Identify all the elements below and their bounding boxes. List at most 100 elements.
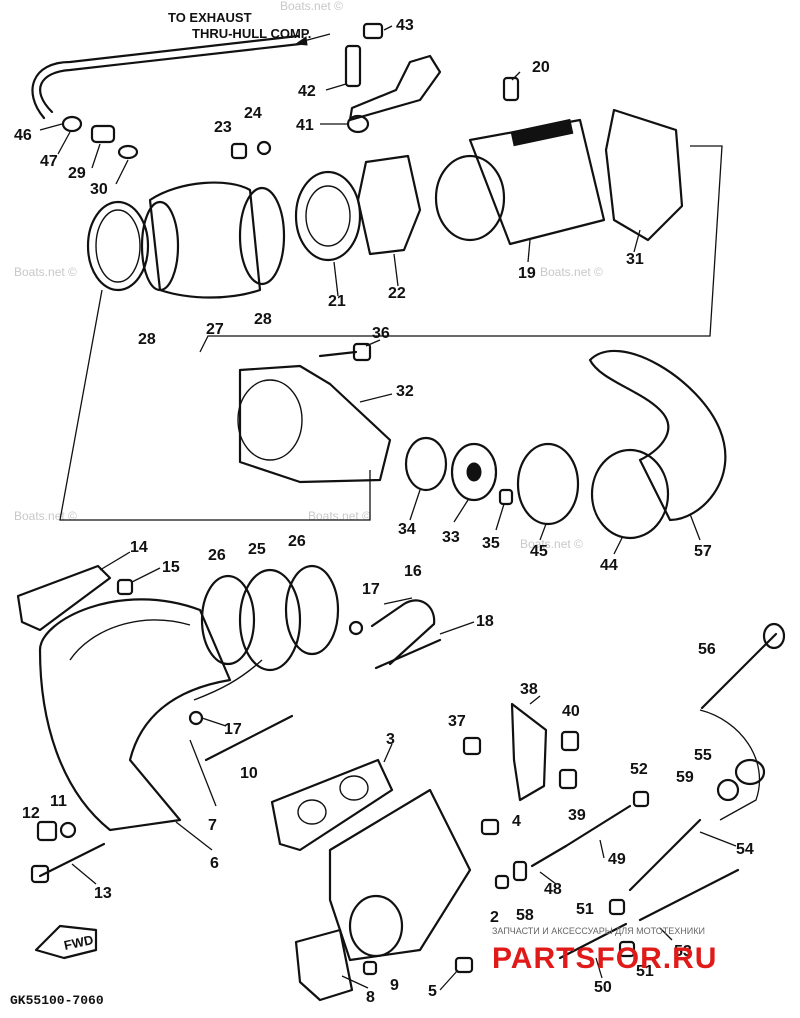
- lead-21: [333, 261, 339, 297]
- bracket-41: [348, 54, 442, 122]
- callout-21: 21: [328, 293, 346, 310]
- bolt-9: [362, 960, 378, 976]
- lead-31: [633, 229, 641, 253]
- gasket-3-port-b: [339, 775, 369, 801]
- clamp-28-left-inner: [95, 209, 141, 283]
- bolt-2: [494, 874, 510, 890]
- clip-17-lower: [188, 710, 204, 726]
- watermark-6: Boats.net ©: [280, 0, 343, 13]
- lead-13: [71, 863, 97, 885]
- fwd-arrow: FWD: [34, 924, 98, 960]
- callout-32: 32: [396, 383, 414, 400]
- lead-53: [659, 927, 673, 941]
- callout-29: 29: [68, 165, 86, 182]
- callout-43: 43: [396, 17, 414, 34]
- callout-14: 14: [130, 539, 148, 556]
- lead-57: [689, 513, 701, 541]
- lead-29: [91, 143, 101, 169]
- callout-22: 22: [388, 285, 406, 302]
- bolt-42: [344, 44, 362, 88]
- exhaust-pipe-27: [148, 181, 262, 299]
- gasket-31: [604, 108, 684, 242]
- callout-24: 24: [244, 105, 262, 122]
- bolt-35: [498, 488, 514, 506]
- gasket-34: [404, 436, 448, 492]
- callout-10: 10: [240, 765, 258, 782]
- callout-17-lower: 17: [224, 721, 242, 738]
- bolt-37: [462, 736, 482, 756]
- lead-54: [699, 831, 737, 847]
- callout-42: 42: [298, 83, 316, 100]
- callout-50: 50: [594, 979, 612, 996]
- lead-49: [599, 839, 605, 859]
- lead-18: [439, 621, 475, 635]
- plate-33-hole: [466, 462, 482, 482]
- callout-53: 53: [674, 943, 692, 960]
- pipe-53: [638, 868, 740, 922]
- nut-52: [632, 790, 650, 808]
- callout-45: 45: [530, 543, 548, 560]
- gasket-3-port-a: [297, 799, 327, 825]
- joint-21: [294, 170, 362, 262]
- callout-3: 3: [386, 731, 395, 748]
- callout-30: 30: [90, 181, 108, 198]
- callout-35: 35: [482, 535, 500, 552]
- pipe-49: [564, 804, 632, 848]
- lead-8: [341, 975, 369, 989]
- callout-17-upper: 17: [362, 581, 380, 598]
- lead-22: [393, 253, 399, 287]
- callout-18: 18: [476, 613, 494, 630]
- hose-18: [374, 638, 442, 670]
- nut-40: [560, 730, 580, 752]
- callout-47: 47: [40, 153, 58, 170]
- rod-56: [700, 632, 778, 710]
- callout-23: 23: [214, 119, 232, 136]
- callout-55: 55: [694, 747, 712, 764]
- bolt-13-head: [30, 864, 50, 884]
- note-arrowhead: [294, 36, 308, 46]
- lead-50: [595, 957, 603, 979]
- plate-33: [450, 442, 498, 502]
- washer-11: [59, 821, 77, 839]
- bolt-43: [362, 22, 384, 40]
- lead-5: [439, 969, 459, 991]
- drain-hose-46: [39, 42, 302, 114]
- lead-35: [495, 503, 505, 531]
- lead-38: [529, 695, 541, 705]
- lead-7: [189, 739, 217, 807]
- callout-51-lower: 51: [636, 963, 654, 980]
- clamp-26-right: [284, 564, 340, 656]
- stud-10: [204, 714, 294, 762]
- lead-42: [325, 83, 347, 91]
- watermark-3: Boats.net ©: [14, 509, 77, 523]
- fwd-arrow-icon: [34, 924, 98, 960]
- washer-24: [256, 140, 272, 156]
- callout-8: 8: [366, 989, 375, 1006]
- callout-12: 12: [22, 805, 40, 822]
- callout-7: 7: [208, 817, 217, 834]
- lead-6: [175, 821, 213, 851]
- lead-17b: [201, 717, 227, 727]
- exhaust-note-line2: THRU-HULL COMP.: [192, 26, 311, 41]
- exhaust-manifold-outlet: [348, 894, 404, 958]
- clamp-26-left: [200, 574, 256, 666]
- bolt-13: [38, 842, 106, 878]
- callout-46: 46: [14, 127, 32, 144]
- watermark-2: Boats.net ©: [540, 265, 603, 279]
- lead-3: [383, 743, 393, 763]
- watermark-4: Boats.net ©: [308, 509, 371, 523]
- callout-49: 49: [608, 851, 626, 868]
- callout-26-right: 26: [288, 533, 306, 550]
- callout-19: 19: [518, 265, 536, 282]
- exhaust-elbow: [38, 598, 232, 832]
- bolt-20: [502, 76, 520, 102]
- callout-44: 44: [600, 557, 618, 574]
- callout-13: 13: [94, 885, 112, 902]
- washer-30: [117, 144, 139, 160]
- fitting-51-lower: [618, 940, 636, 958]
- callout-28-mid: 28: [254, 311, 272, 328]
- lead-19: [527, 239, 531, 263]
- hose-25: [238, 568, 302, 672]
- lead-16: [383, 597, 413, 605]
